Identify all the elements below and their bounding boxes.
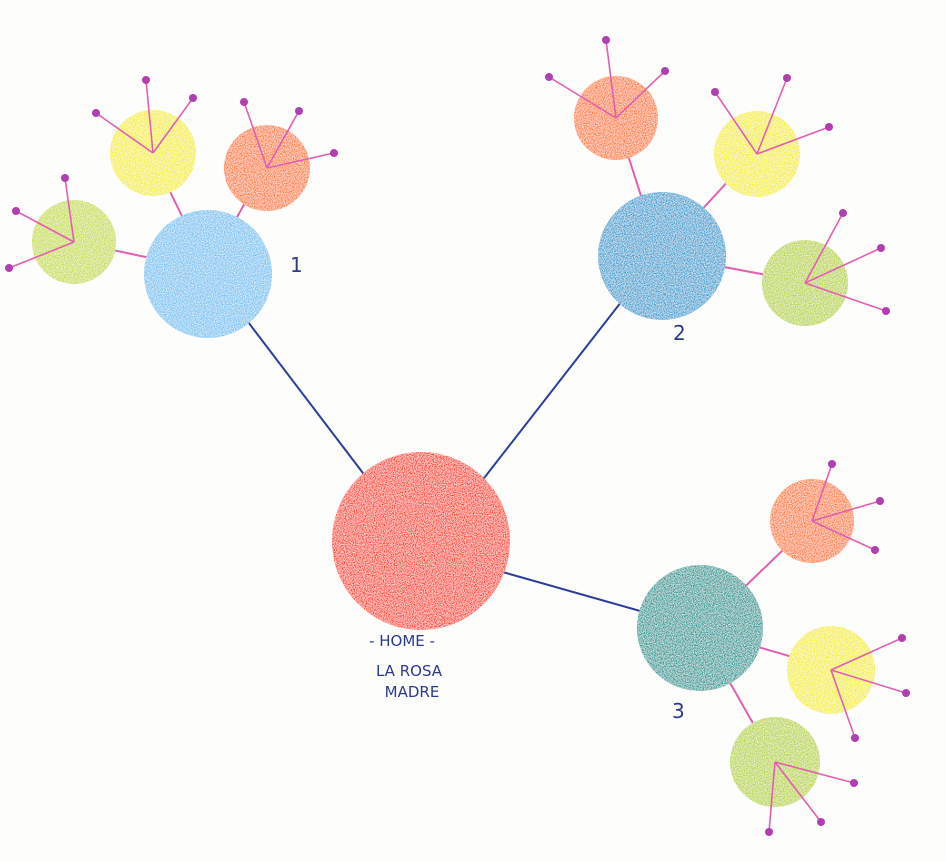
branch-2: 2 [545,36,890,345]
pin-head [902,689,910,697]
pin-head [142,76,150,84]
branch-1: 1 [5,76,338,338]
pin-head [240,98,248,106]
pin-stem [756,77,788,155]
pin-head [825,123,833,131]
pin-stem [768,761,776,833]
branch-2-pins [545,36,890,315]
branch-3-pins [765,460,910,836]
pin-stem [243,101,268,169]
pin-stem [8,241,75,269]
root-label-line-3: MADRE [385,683,440,701]
pin-stem [95,112,154,154]
pin-head [839,209,847,217]
pin-head [295,107,303,115]
pin-stem [756,126,830,155]
pin-stem [152,97,194,154]
branch-2-number: 2 [673,321,686,345]
pin-head [877,244,885,252]
pin-head [828,460,836,468]
branch-3-node [637,565,763,691]
pin-head [5,264,13,272]
pin-stem [615,70,666,119]
root-label-line-2: LA ROSA [376,662,443,680]
pin-head [765,828,773,836]
pin-stem [714,91,758,155]
pin-stem [830,669,856,739]
pin-head [61,174,69,182]
pin-head [850,779,858,787]
pin-stem [804,282,887,312]
pin-stem [804,212,844,284]
pin-stem [830,669,907,694]
branch-1-number: 1 [290,253,303,277]
pin-head [876,497,884,505]
pin-head [189,94,197,102]
pin-stem [830,637,903,671]
pin-stem [266,152,335,169]
pin-stem [266,110,300,169]
root-label-line-1: - HOME - [369,632,435,650]
pin-stem [811,463,833,522]
pin-stem [145,79,154,154]
pin-stem [774,761,855,784]
branch-3-number: 3 [672,699,685,723]
pin-head [92,109,100,117]
pin-head [851,734,859,742]
pin-head [882,307,890,315]
pin-head [545,73,553,81]
pin-head [661,67,669,75]
pin-head [871,546,879,554]
pin-head [12,207,20,215]
pin-head [602,36,610,44]
pin-stem [811,520,876,551]
pin-stem [804,247,882,284]
pin-stem [64,177,75,243]
pin-stem [548,76,617,119]
pin-stem [605,39,617,119]
branch-1-pins [5,76,338,272]
pin-stem [811,500,881,522]
branch-2-node [598,192,726,320]
root-circle [332,452,510,630]
pin-head [711,88,719,96]
pin-stem [15,210,75,243]
branch-3: 3 [637,460,910,836]
pin-head [783,74,791,82]
pin-stem [774,761,822,823]
pin-head [330,149,338,157]
root-node: - HOME - LA ROSA MADRE [332,452,510,701]
branch-1-node [144,210,272,338]
pin-head [898,634,906,642]
pin-head [817,818,825,826]
